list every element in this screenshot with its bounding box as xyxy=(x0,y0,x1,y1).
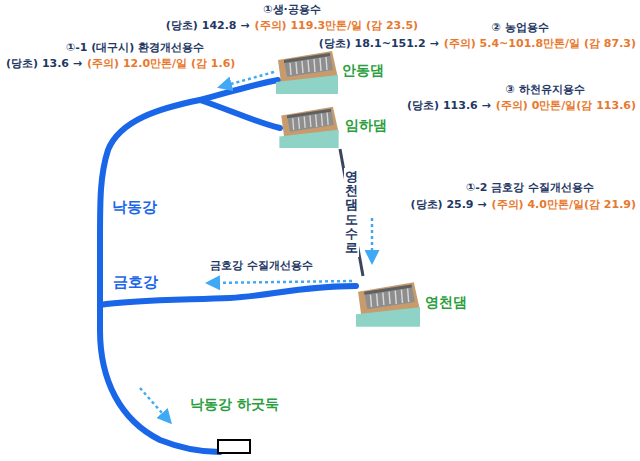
callout-row: ③ 하천유지용수 xyxy=(505,82,584,97)
callout-row: 금호강 수질개선용수 xyxy=(210,258,313,273)
callout-text: (당초) 13.6 → xyxy=(6,56,82,71)
callout-text: (당초) 18.1~151.2 → xyxy=(319,36,439,51)
callout-text: (주의) 5.4~101.8만톤/일 (감 87.3) xyxy=(444,36,636,51)
callout-text: (당초) 142.8 → xyxy=(166,18,250,33)
callout-row: 금호강 xyxy=(113,273,158,292)
callout-row: (당초) 113.6 → (주의) 0만톤/일(감 113.6) xyxy=(407,98,636,113)
callout-text: (주의) 12.0만톤/일 (감 1.6) xyxy=(87,56,235,71)
river-name: 낙동강 xyxy=(112,198,157,217)
callout-row: ② 농업용수 xyxy=(491,20,548,35)
callout-row: 낙동강 xyxy=(112,198,157,217)
dam-node: 임하댐 xyxy=(278,103,391,149)
river-name: 금호강 xyxy=(113,273,158,292)
callout-row: ①-1 (대구시) 환경개선용수 xyxy=(66,40,204,55)
node-label: 안동댐 xyxy=(342,62,384,80)
channel-line xyxy=(340,149,363,276)
node-label: 낙동강 하굿둑 xyxy=(186,396,283,414)
callout-row: (당초) 25.9 → (주의) 4.0만톤/일(감 21.9) xyxy=(411,197,637,212)
callout-row: (당초) 13.6 → (주의) 12.0만톤/일 (감 1.6) xyxy=(6,56,235,71)
callout-text: (당초) 113.6 → xyxy=(407,98,491,113)
callout-text: 금호강 수질개선용수 xyxy=(210,258,313,273)
channel-label: 영천댐도수로 xyxy=(344,168,359,258)
callout-row: (당초) 142.8 → (주의) 119.3만톤/일 (감 23.5) xyxy=(166,18,418,33)
node-label: 임하댐 xyxy=(345,117,387,135)
callout-row: ①-2 금호강 수질개선용수 xyxy=(466,180,594,195)
dam-icons xyxy=(276,51,420,327)
callout-text: (주의) 119.3만톤/일 (감 23.5) xyxy=(255,18,419,33)
callout-text: ③ 하천유지용수 xyxy=(505,82,584,97)
flow-arrows xyxy=(140,72,372,422)
callout-text: ② 농업용수 xyxy=(491,20,548,35)
callout-text: (당초) 25.9 → xyxy=(411,197,487,212)
callout-row: ①생·공용수 xyxy=(263,2,321,17)
dam-node: 영천댐 xyxy=(355,276,471,330)
callout-text: ①생·공용수 xyxy=(263,2,321,17)
barrage-node: 낙동강 하굿둑 xyxy=(186,396,283,454)
node-label: 영천댐 xyxy=(425,294,467,312)
callout-text: ①-1 (대구시) 환경개선용수 xyxy=(66,40,204,55)
river-lines xyxy=(100,80,356,452)
barrage-box xyxy=(217,439,251,454)
callout-text: (주의) 4.0만톤/일(감 21.9) xyxy=(492,197,636,212)
callout-text: ①-2 금호강 수질개선용수 xyxy=(466,180,594,195)
dam-node: 안동댐 xyxy=(276,46,388,96)
callout-text: (주의) 0만톤/일(감 113.6) xyxy=(496,98,636,113)
callout-row: (당초) 18.1~151.2 → (주의) 5.4~101.8만톤/일 (감 8… xyxy=(319,36,636,51)
